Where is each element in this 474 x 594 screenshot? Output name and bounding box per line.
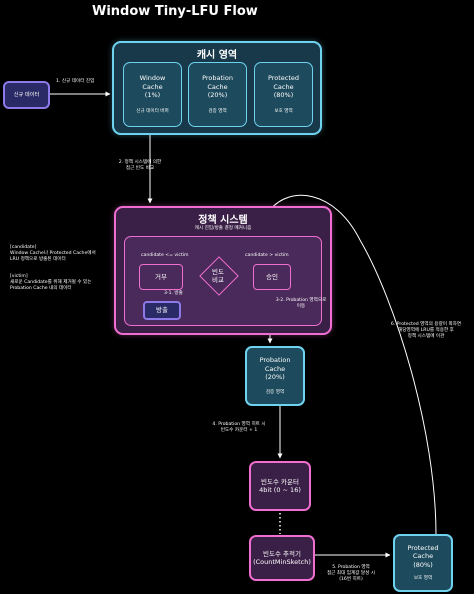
frequency-counter-line-2: 4bit (0 ~ 16) [259, 486, 301, 494]
window-cache-name: Window [139, 74, 166, 83]
candidate-note-line-2: LRU 정책으로 방출된 데이터 [10, 257, 66, 263]
window-cache-name2: Cache [142, 82, 163, 91]
compare-label-line-1: 빈도 [212, 267, 224, 276]
protected-node-pct: (80%) [413, 560, 433, 569]
new-data-node: 신규 데이터 [3, 81, 50, 109]
probation-cache-desc: 검증 영역 [208, 108, 227, 114]
candidate-note: [candidate] Window Cache나 Protected Cach… [10, 245, 120, 264]
protected-cache-desc: 보호 영역 [274, 108, 293, 114]
victim-note-title: [victim] [10, 274, 28, 279]
window-cache-pct: (1%) [144, 91, 161, 100]
step-5-label: 5. Probation 영역 접근 최대 임계값 달성 시 (16번 히트) [311, 565, 391, 583]
probation-cache-pct: (20%) [207, 91, 228, 100]
frequency-tracker-line-1: 빈도수 추적기 [263, 549, 301, 558]
protected-cache-name: Protected [267, 74, 300, 83]
protected-cache-pct: (80%) [273, 91, 294, 100]
compare-label-line-2: 비교 [212, 276, 224, 284]
protected-node-desc: 보호 영역 [413, 576, 433, 582]
compare-label: 빈도 비교 [200, 264, 236, 288]
probation-node-pct: (20%) [265, 373, 285, 382]
step-4-line-2: 빈도수 카운터 + 1 [220, 428, 258, 433]
step-3-2-line-1: 3-2. Probation 영역으로 [275, 298, 327, 303]
probation-cache-name2: Cache [207, 82, 228, 91]
candidate-gt-label: candidate > victim [245, 253, 289, 258]
step-4-label: 4. Probation 영역 히트 시 빈도수 카운터 + 1 [196, 422, 282, 434]
approve-node: 승인 [253, 264, 291, 290]
probation-cache-name: Probation [202, 74, 233, 83]
reject-node: 거부 [139, 264, 183, 290]
window-cache-desc: 신규 데이터 버퍼 [136, 108, 169, 114]
step-6-line-1: 6. Protected 영역의 용량이 꽉차면 [390, 322, 462, 327]
frequency-tracker-line-2: (CountMinSketch) [253, 558, 311, 566]
step-6-line-2: 해당영역에 LRU를 적용한 후 [398, 328, 454, 333]
cache-region-title: 캐시 영역 [196, 50, 238, 61]
victim-note-line-2: Probation Cache 내의 데이터 [10, 286, 72, 292]
candidate-note-title: [candidate] [10, 245, 37, 250]
candidate-note-line-1: Window Cache나 Protected Cache에서 [10, 251, 96, 257]
step-3-1-label: 3-1. 방출 [164, 291, 183, 296]
evict-node: 방출 [143, 301, 181, 320]
protected-cache-name2: Cache [273, 82, 294, 91]
probation-node: Probation Cache (20%) 검증 영역 [245, 346, 305, 406]
probation-node-desc: 검증 영역 [265, 389, 285, 395]
step-6-line-3: 정책 시스템에 이관 [407, 334, 445, 339]
step-1-label: 1. 신규 데이터 진입 [56, 79, 95, 84]
step-3-2-line-2: 이동 [296, 304, 306, 309]
frequency-tracker-node: 빈도수 추적기 (CountMinSketch) [249, 535, 315, 581]
step-5-line-3: (16번 히트) [339, 577, 363, 582]
frequency-counter-line-1: 빈도수 카운터 [261, 477, 299, 486]
step-4-line-1: 4. Probation 영역 히트 시 [212, 422, 266, 427]
protected-node-name: Protected [407, 543, 439, 552]
probation-node-name: Probation [259, 356, 291, 365]
policy-subtitle: 캐시 진입/방출 결정 메커니즘 [194, 226, 252, 231]
approve-label: 승인 [266, 272, 278, 281]
candidate-lte-label: candidate <= victim [141, 253, 189, 258]
victim-note: [victim] 새로운 Candidate를 위해 제거될 수 있는 Prob… [10, 274, 120, 293]
step-6-label: 6. Protected 영역의 용량이 꽉차면 해당영역에 LRU를 적용한 … [378, 322, 474, 340]
step-5-line-2: 접근 최대 임계값 달성 시 [326, 571, 376, 576]
probation-node-name2: Cache [264, 364, 286, 373]
frequency-counter-node: 빈도수 카운터 4bit (0 ~ 16) [249, 461, 311, 511]
evict-label: 방출 [156, 306, 168, 315]
probation-cache-box: Probation Cache (20%) 검증 영역 [188, 62, 247, 127]
step-3-2-label: 3-2. Probation 영역으로 이동 [273, 298, 329, 310]
new-data-label: 신규 데이터 [13, 91, 40, 98]
step-2-line-1: 2. 정책 시스템에 의한 [118, 160, 162, 165]
step-5-line-1: 5. Probation 영역 [332, 565, 370, 570]
diagram-title: Window Tiny-LFU Flow [92, 4, 258, 19]
protected-node: Protected Cache (80%) 보호 영역 [393, 534, 453, 592]
protected-cache-box: Protected Cache (80%) 보호 영역 [254, 62, 313, 127]
policy-title: 정책 시스템 [198, 215, 248, 226]
cache-region: 캐시 영역 Window Cache (1%) 신규 데이터 버퍼 Probat… [112, 41, 322, 135]
window-cache-box: Window Cache (1%) 신규 데이터 버퍼 [123, 62, 182, 127]
protected-node-name2: Cache [412, 552, 434, 561]
reject-label: 거부 [155, 272, 167, 281]
step-2-label: 2. 정책 시스템에 의한 접근 빈도 비교 [92, 160, 188, 172]
victim-note-line-1: 새로운 Candidate를 위해 제거될 수 있는 [10, 280, 92, 286]
step-2-line-2: 접근 빈도 비교 [125, 166, 155, 171]
